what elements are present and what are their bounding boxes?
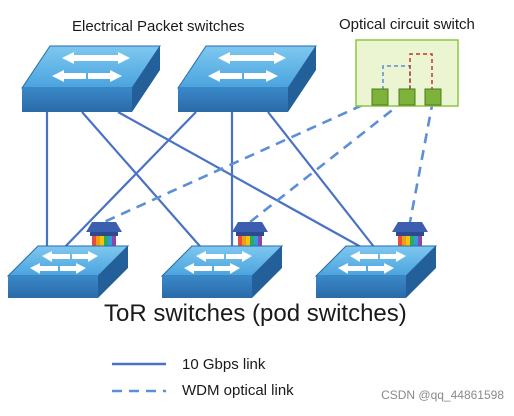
wdm-links — [103, 96, 435, 224]
optical-circuit-switch — [355, 39, 459, 107]
ocs-port-1 — [371, 88, 389, 106]
link-eps1-tor3 — [117, 111, 371, 253]
link-eps2-tor1 — [59, 111, 197, 253]
tor-switch-3 — [314, 245, 438, 298]
transceiver-2 — [232, 222, 268, 248]
transceiver-1 — [86, 222, 122, 248]
electrical-switch-1 — [21, 45, 161, 112]
wdm-link-tor3 — [408, 99, 435, 223]
electrical-switches-label: Electrical Packet switches — [72, 18, 245, 35]
ocs-port-2 — [398, 88, 416, 106]
link-eps1-tor2 — [81, 111, 206, 253]
watermark: CSDN @qq_44861598 — [381, 388, 504, 402]
optical-switch-label: Optical circuit switch — [339, 16, 475, 33]
tor-switch-2 — [160, 245, 284, 298]
link-eps2-tor3 — [267, 111, 379, 253]
transceiver-3 — [392, 222, 428, 248]
solid-links — [45, 111, 379, 253]
legend-solid-label: 10 Gbps link — [182, 356, 266, 373]
legend-dashed-label: WDM optical link — [182, 382, 294, 399]
electrical-switch-2 — [177, 45, 317, 112]
tor-switch-1 — [6, 245, 130, 298]
wdm-link-tor1 — [103, 96, 379, 224]
ocs-port-3 — [424, 88, 442, 106]
tor-switches-label: ToR switches (pod switches) — [104, 300, 407, 327]
